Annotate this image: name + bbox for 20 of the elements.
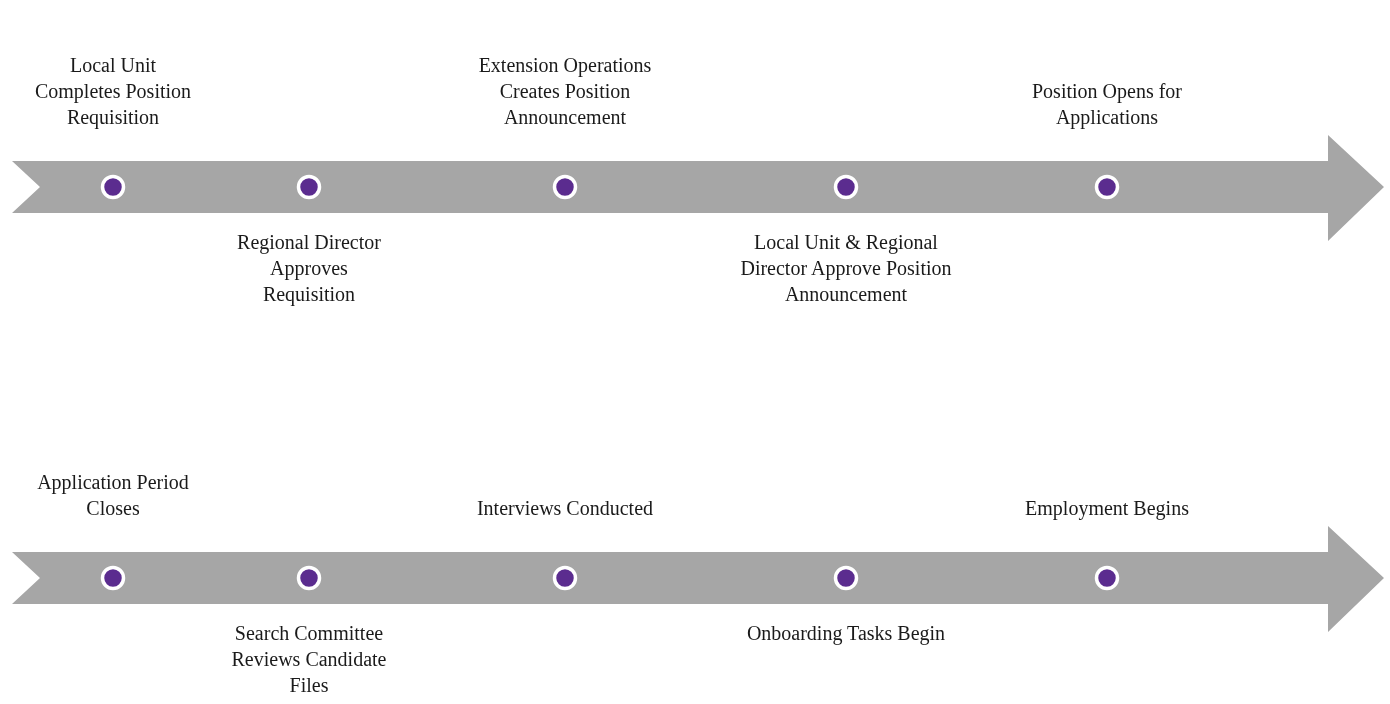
milestone-label: Employment Begins	[1024, 496, 1190, 521]
milestone-dot	[552, 174, 578, 200]
milestone-label: Onboarding Tasks Begin	[745, 621, 947, 646]
milestone-dot	[296, 174, 322, 200]
milestone-label: Application Period Closes	[36, 470, 190, 521]
milestone-dot	[296, 565, 322, 591]
milestone-dot	[833, 565, 859, 591]
milestone-label: Local Unit & Regional Director Approve Position Announcement	[739, 230, 953, 307]
milestone-dot	[100, 174, 126, 200]
milestone-label: Position Opens for Applications	[1031, 79, 1183, 130]
milestone-dot	[552, 565, 578, 591]
milestone-label: Regional Director Approves Requisition	[236, 230, 382, 307]
milestone-label: Interviews Conducted	[475, 496, 655, 521]
milestone-label: Extension Operations Creates Position Announcement	[477, 53, 653, 130]
milestone-dot	[833, 174, 859, 200]
milestone-label: Search Committee Reviews Candidate Files	[230, 621, 388, 698]
milestone-dot	[1094, 565, 1120, 591]
milestone-dot	[1094, 174, 1120, 200]
milestone-dot	[100, 565, 126, 591]
milestone-label: Local Unit Completes Position Requisition	[33, 53, 193, 130]
